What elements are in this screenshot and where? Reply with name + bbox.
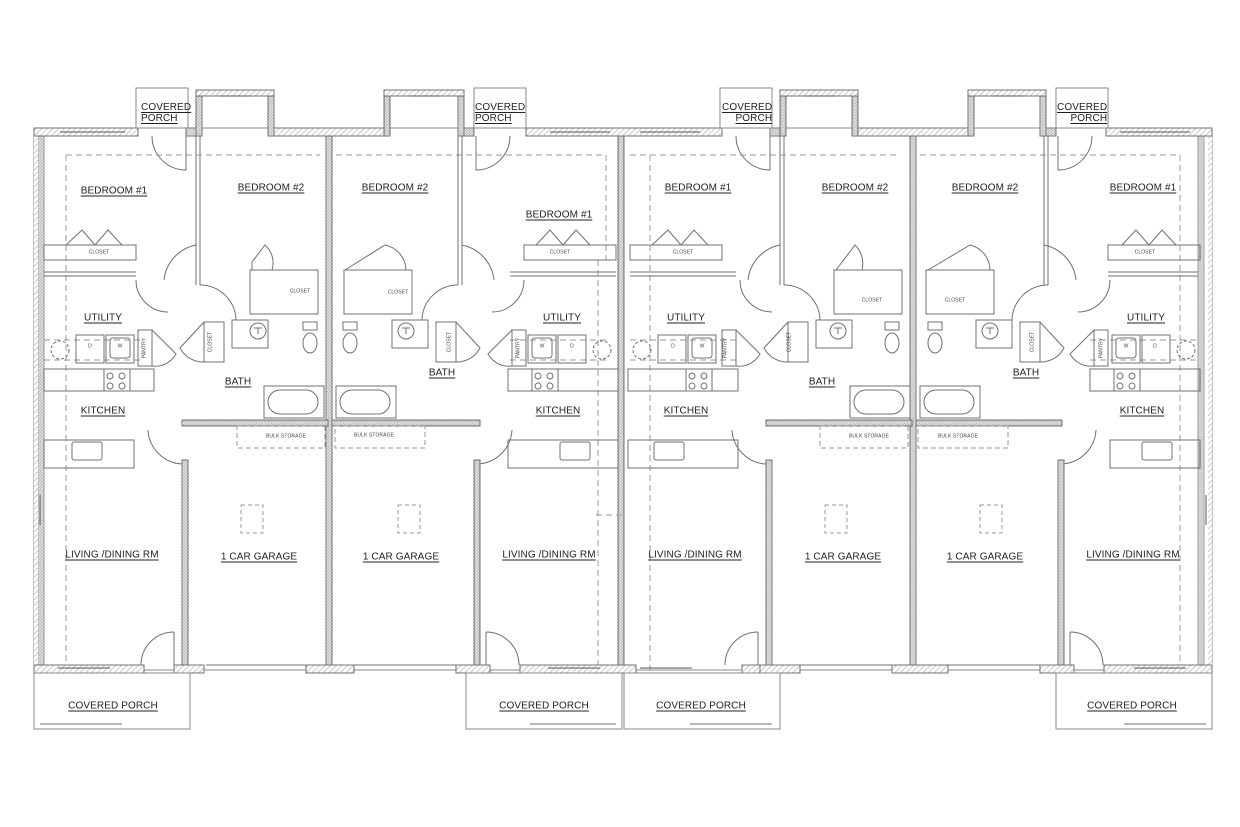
bath-label: BATH <box>224 376 252 388</box>
garage-label: 1 CAR GARAGE <box>220 551 298 563</box>
utility-label: UTILITY <box>84 312 122 324</box>
bulk-storage-label: BULK STORAGE <box>265 433 307 440</box>
dryer-label: D <box>671 343 675 350</box>
bedroom-2-label: BEDROOM #2 <box>237 182 305 194</box>
bath-label: BATH <box>1012 367 1040 379</box>
closet-label: CLOSET <box>672 249 694 256</box>
label-line: PORCH <box>141 113 178 124</box>
bath-label: BATH <box>808 376 836 388</box>
living-dining-label: LIVING /DINING RM <box>1086 549 1180 561</box>
bottom-covered-porch-label: COVERED PORCH <box>1087 700 1177 712</box>
label-line: COVERED <box>141 102 192 113</box>
closet-label: CLOSET <box>387 289 409 296</box>
bedroom-1-label: BEDROOM #1 <box>664 182 732 194</box>
closet-label: CLOSET <box>88 249 110 256</box>
label-line: COVERED <box>722 102 773 113</box>
bedroom-2-label: BEDROOM #2 <box>951 182 1019 194</box>
bottom-covered-porch-label: COVERED PORCH <box>499 700 589 712</box>
living-dining-label: LIVING /DINING RM <box>502 549 596 561</box>
washer-label: W <box>1123 343 1129 350</box>
bath-label: BATH <box>428 367 456 379</box>
pantry-label: PANTRY <box>1098 337 1105 359</box>
kitchen-label: KITCHEN <box>1119 405 1165 417</box>
garage-label: 1 CAR GARAGE <box>946 551 1024 563</box>
washer-label: W <box>539 343 545 350</box>
pantry-label: PANTRY <box>722 337 729 359</box>
bottom-covered-porch-label: COVERED PORCH <box>656 700 746 712</box>
closet-label: CLOSET <box>549 249 571 256</box>
closet-label: CLOSET <box>207 331 214 353</box>
bedroom-1-label: BEDROOM #1 <box>80 185 148 197</box>
washer-label: W <box>699 343 705 350</box>
kitchen-label: KITCHEN <box>663 405 709 417</box>
utility-label: UTILITY <box>667 312 705 324</box>
closet-label: CLOSET <box>446 331 453 353</box>
closet-label: CLOSET <box>944 297 966 304</box>
dryer-label: D <box>570 343 574 350</box>
utility-label: UTILITY <box>543 312 581 324</box>
label-line: COVERED <box>475 102 526 113</box>
bedroom-2-label: BEDROOM #2 <box>821 182 889 194</box>
closet-label: CLOSET <box>1029 331 1036 353</box>
living-dining-label: LIVING /DINING RM <box>65 549 159 561</box>
closet-label: CLOSET <box>861 297 883 304</box>
pantry-label: PANTRY <box>515 337 522 359</box>
label-line: PORCH <box>735 113 773 124</box>
living-dining-label: LIVING /DINING RM <box>648 549 742 561</box>
garage-label: 1 CAR GARAGE <box>804 551 882 563</box>
kitchen-label: KITCHEN <box>80 405 126 417</box>
bottom-covered-porch-label: COVERED PORCH <box>68 700 158 712</box>
bedroom-1-label: BEDROOM #1 <box>1109 182 1177 194</box>
bulk-storage-label: BULK STORAGE <box>937 433 979 440</box>
kitchen-label: KITCHEN <box>535 405 581 417</box>
closet-label: CLOSET <box>289 288 311 295</box>
bulk-storage-label: BULK STORAGE <box>848 433 890 440</box>
utility-label: UTILITY <box>1127 312 1165 324</box>
closet-label: CLOSET <box>786 331 793 353</box>
pantry-label: PANTRY <box>141 337 148 359</box>
label-line: PORCH <box>1070 113 1108 124</box>
washer-label: W <box>117 343 123 350</box>
closet-label: CLOSET <box>1134 249 1156 256</box>
dryer-label: D <box>88 343 92 350</box>
bedroom-1-label: BEDROOM #1 <box>525 209 593 221</box>
bedroom-2-label: BEDROOM #2 <box>361 182 429 194</box>
label-line: PORCH <box>475 113 512 124</box>
label-line: COVERED <box>1057 102 1108 113</box>
dryer-label: D <box>1153 343 1157 350</box>
bulk-storage-label: BULK STORAGE <box>353 432 395 439</box>
garage-label: 1 CAR GARAGE <box>362 551 440 563</box>
